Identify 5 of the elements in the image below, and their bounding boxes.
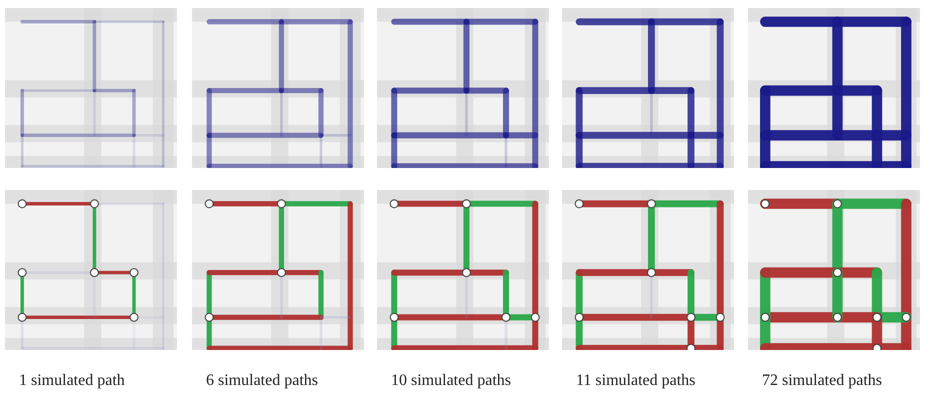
- panel-caption: 72 simulated paths: [762, 372, 882, 390]
- panel-caption: 11 simulated paths: [576, 372, 696, 390]
- panel-caption: 10 simulated paths: [391, 372, 511, 390]
- panel-caption: 1 simulated path: [19, 372, 125, 390]
- panel-caption: 6 simulated paths: [206, 372, 318, 390]
